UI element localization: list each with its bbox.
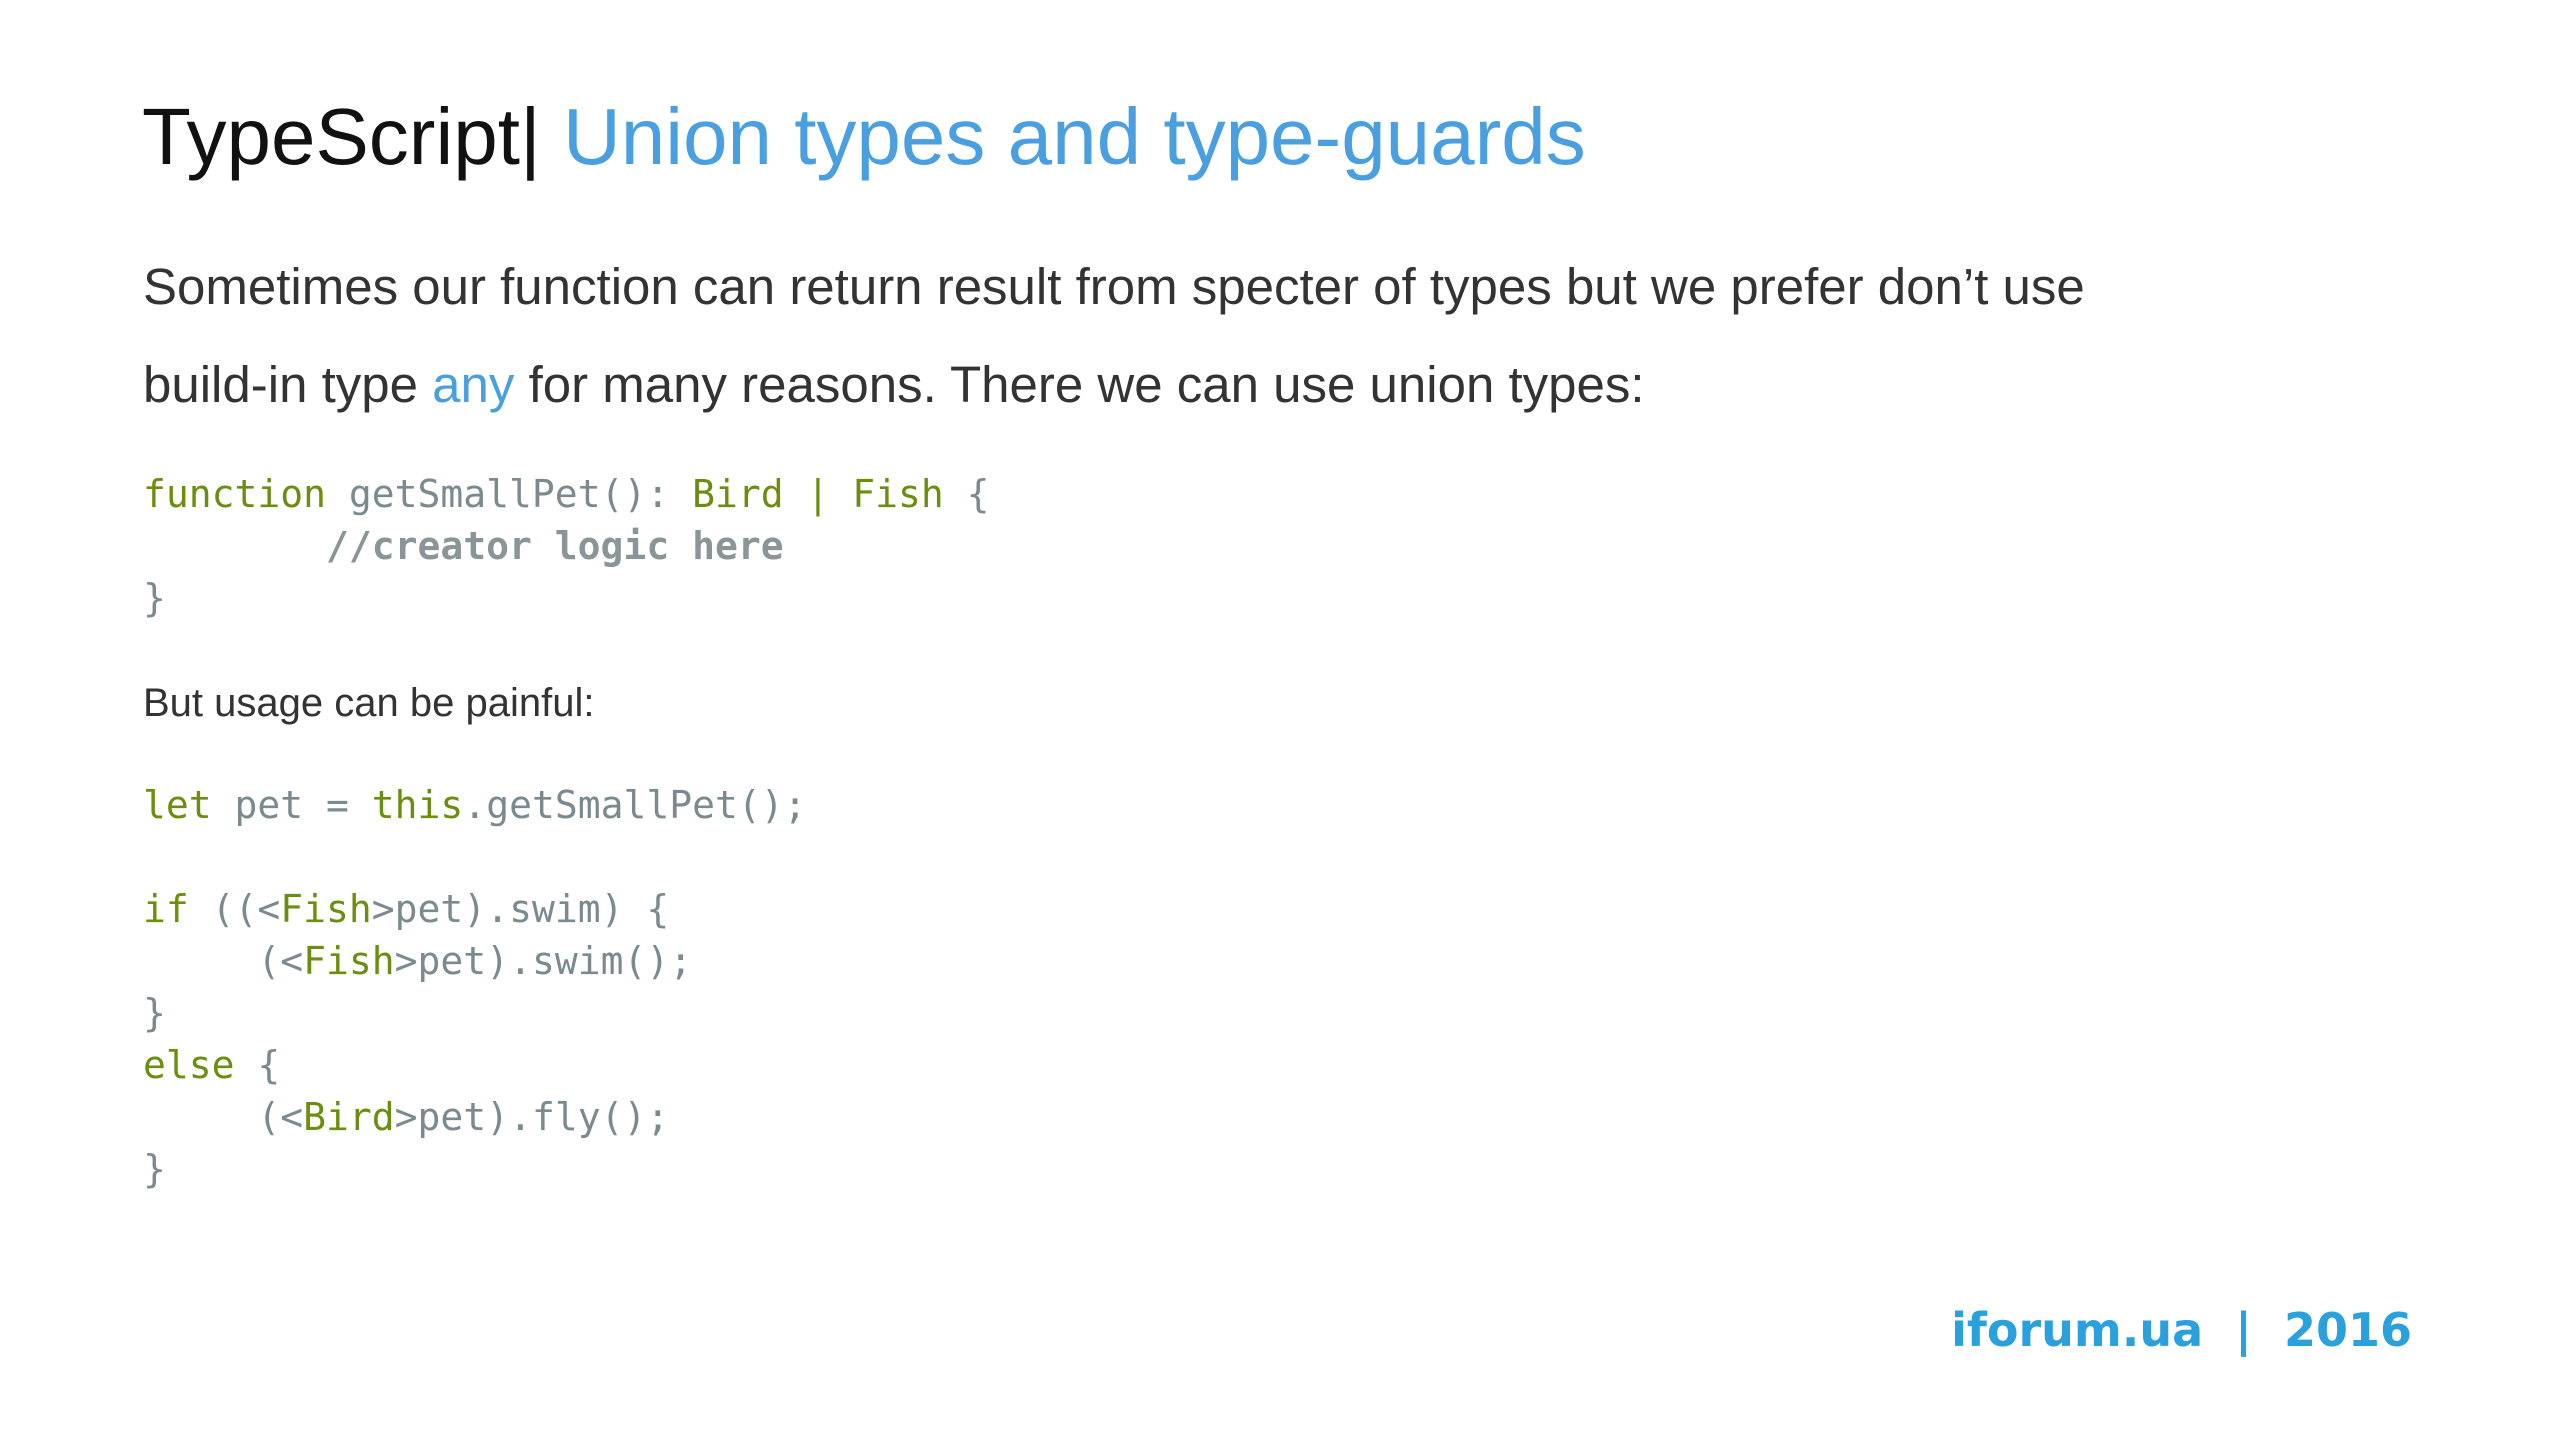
code-text: { — [234, 1043, 281, 1087]
code-keyword: let — [143, 783, 212, 827]
title-prefix: TypeScript — [142, 92, 520, 181]
code-keyword: this — [371, 783, 464, 827]
code-comment: //creator logic here — [143, 524, 784, 568]
code-keyword: else — [143, 1043, 235, 1087]
code-text: >pet).swim(); — [394, 939, 693, 983]
code-text: } — [143, 576, 166, 620]
code-block-function: function getSmallPet(): Bird | Fish { //… — [143, 468, 990, 624]
code-text: >pet).fly(); — [394, 1095, 670, 1139]
slide-title: TypeScript| Union types and type-guards — [142, 92, 1586, 182]
intro-paragraph: Sometimes our function can return result… — [143, 238, 2443, 434]
code-text: >pet).swim) { — [371, 887, 670, 931]
code-type: Fish — [280, 887, 372, 931]
intro-line-2-before: build-in type — [143, 356, 433, 413]
code-type: Bird — [303, 1095, 395, 1139]
code-type: Bird — [692, 472, 784, 516]
code-block-usage: let pet = this.getSmallPet(); if ((<Fish… — [143, 779, 806, 1195]
intro-keyword-any: any — [432, 356, 515, 413]
code-keyword: function — [143, 472, 327, 516]
code-text: { — [943, 472, 990, 516]
code-text: (< — [143, 1095, 304, 1139]
code-text: ((< — [188, 887, 281, 931]
code-text: pet = — [211, 783, 372, 827]
footer-brand: iforum.ua | 2016 — [1951, 1303, 2412, 1357]
intro-line-1: Sometimes our function can return result… — [143, 258, 2085, 315]
code-union-pipe: | — [783, 472, 853, 516]
intro-line-2: build-in type any for many reasons. Ther… — [143, 336, 2443, 434]
code-type: Fish — [852, 472, 944, 516]
intro-line-2-after: for many reasons. There we can use union… — [514, 356, 1645, 413]
code-text: (< — [143, 939, 304, 983]
code-text: } — [143, 1147, 166, 1191]
code-text: } — [143, 991, 166, 1035]
usage-note: But usage can be painful: — [143, 681, 595, 725]
code-text: getSmallPet(): — [326, 472, 693, 516]
title-separator: | — [519, 92, 541, 181]
title-main: Union types and type-guards — [540, 92, 1586, 181]
code-type: Fish — [303, 939, 395, 983]
code-keyword: if — [143, 887, 189, 931]
code-text: .getSmallPet(); — [463, 783, 807, 827]
